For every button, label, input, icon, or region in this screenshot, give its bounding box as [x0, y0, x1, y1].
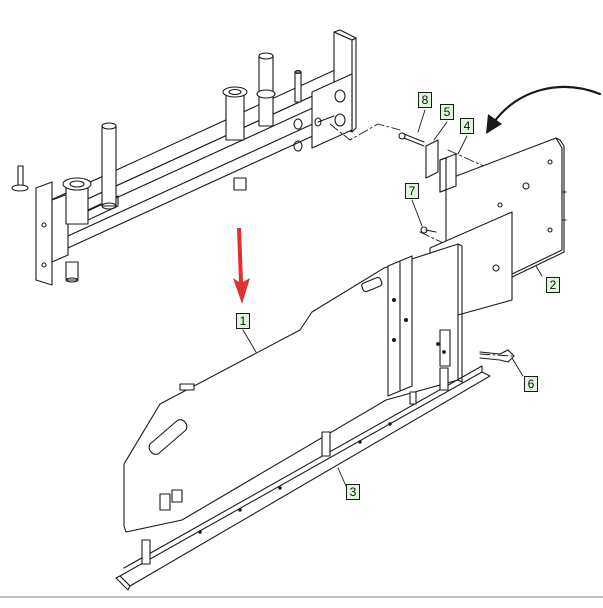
- callout-7-label: 7: [408, 184, 416, 198]
- bottom-divider: [0, 596, 603, 598]
- callout-6: 6: [524, 376, 538, 392]
- callout-8-label: 8: [421, 93, 429, 107]
- red-direction-arrow: [233, 228, 250, 304]
- callout-6-label: 6: [527, 377, 535, 391]
- pin-1: [101, 122, 117, 210]
- callout-8: 8: [418, 92, 432, 108]
- callout-1: 1: [236, 313, 250, 329]
- callout-5: 5: [440, 104, 454, 120]
- callout-1-label: 1: [239, 314, 247, 328]
- screw-8: [398, 132, 425, 147]
- screw-7: [420, 226, 437, 234]
- rotation-arrow: [486, 85, 602, 134]
- bottom-rail-3: [115, 365, 491, 591]
- callout-3: 3: [346, 484, 360, 500]
- clip-bracket-4: [439, 153, 457, 193]
- bushing-left: [62, 177, 92, 225]
- leader-lines: [242, 109, 543, 487]
- pin-3: [294, 69, 302, 103]
- pin-4: [11, 165, 29, 192]
- bolt-6: [479, 349, 515, 363]
- bushing-right: [222, 86, 248, 141]
- side-panel-1: [123, 243, 463, 533]
- bracket-5: [425, 139, 439, 179]
- callout-2: 2: [546, 277, 560, 293]
- pin-2: [256, 52, 276, 127]
- callout-2-label: 2: [549, 278, 557, 292]
- callout-4-label: 4: [463, 119, 471, 133]
- callout-5-label: 5: [443, 105, 451, 119]
- callout-4: 4: [460, 118, 474, 134]
- upper-frame-assembly: [11, 29, 357, 286]
- callout-7: 7: [405, 183, 419, 199]
- callout-3-label: 3: [349, 485, 357, 499]
